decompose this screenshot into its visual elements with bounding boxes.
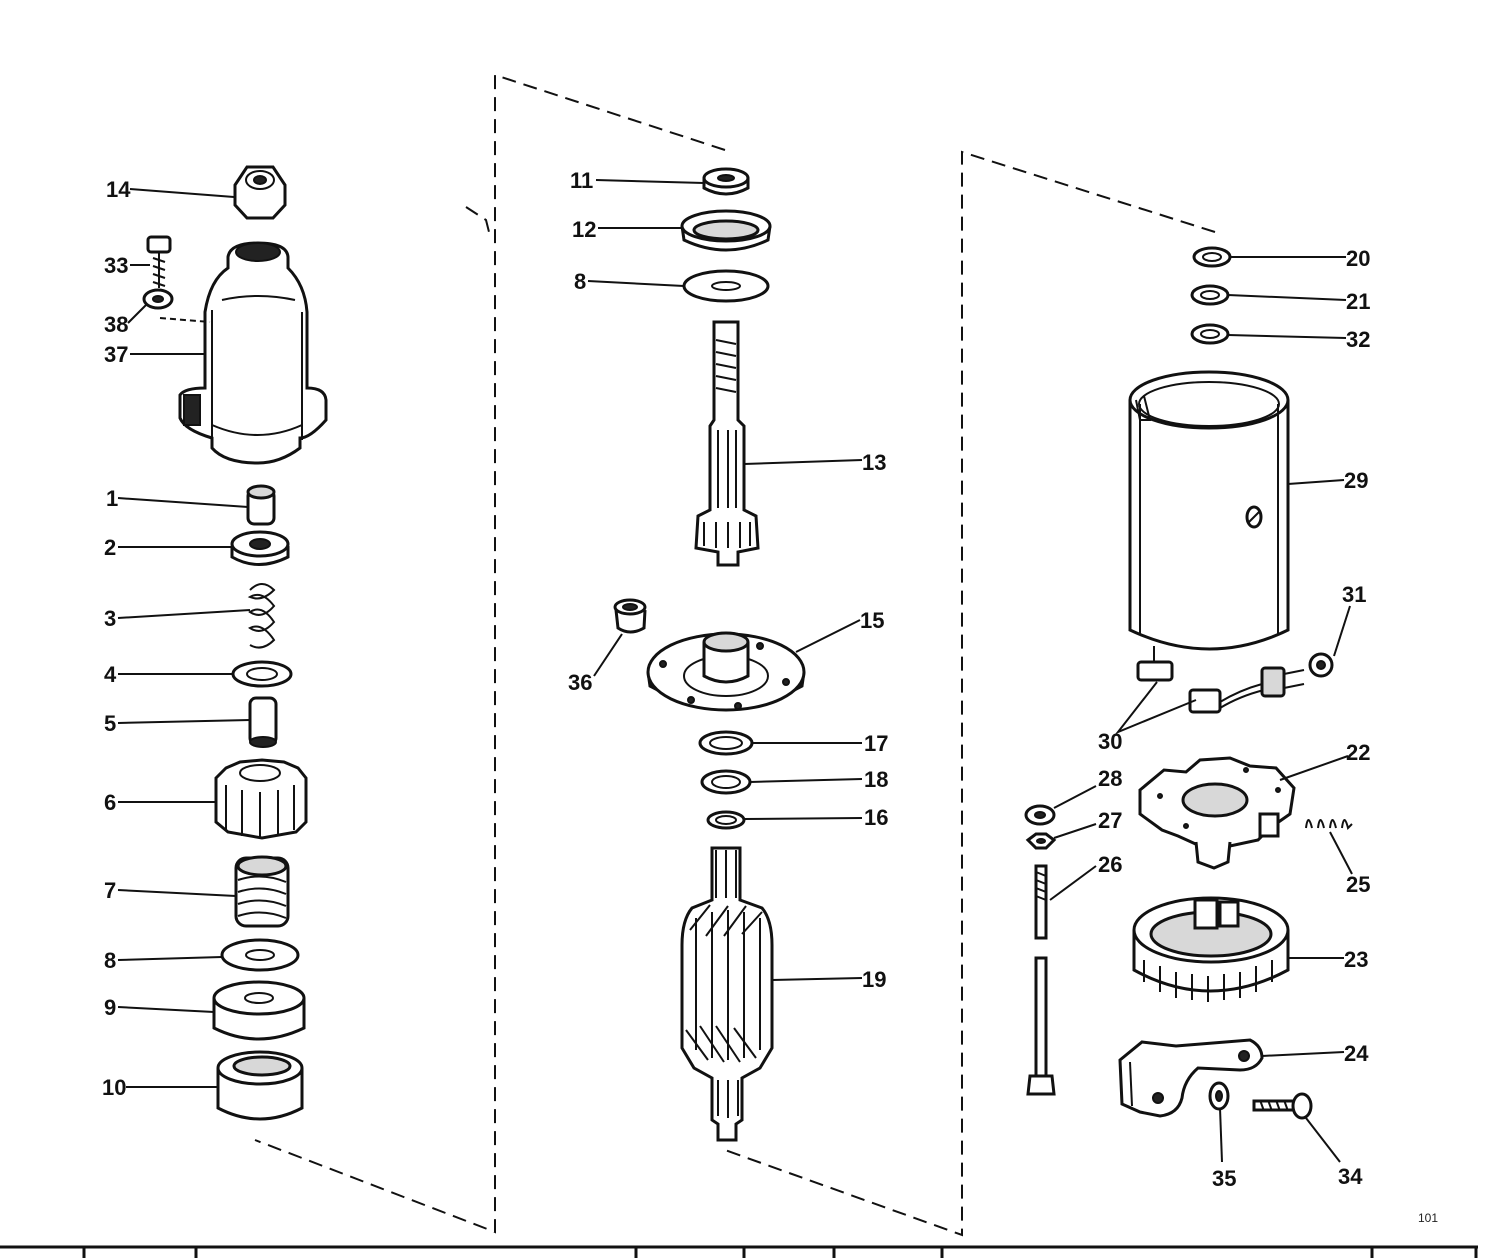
part-7-drive-spring bbox=[234, 855, 290, 928]
callout-30: 30 bbox=[1098, 729, 1122, 754]
part-25-brush-springs bbox=[1305, 819, 1353, 830]
callout-37: 37 bbox=[104, 342, 128, 367]
part-15-end-plate bbox=[646, 631, 806, 712]
part-5-sleeve bbox=[248, 696, 278, 748]
callout-38: 38 bbox=[104, 312, 128, 337]
part-36-bushing bbox=[613, 598, 647, 634]
callout-19: 19 bbox=[862, 967, 886, 992]
part-18-washer bbox=[700, 769, 752, 795]
callout-8-middle: 8 bbox=[574, 269, 586, 294]
part-37-drive-housing bbox=[178, 241, 328, 465]
callout-34: 34 bbox=[1338, 1164, 1363, 1189]
callout-32: 32 bbox=[1346, 327, 1370, 352]
part-22-brush-holder-plate bbox=[1138, 756, 1296, 870]
part-27-lockwasher bbox=[1025, 832, 1057, 850]
callout-14: 14 bbox=[106, 177, 131, 202]
callout-27: 27 bbox=[1098, 808, 1122, 833]
part-38-lockwasher bbox=[142, 288, 174, 310]
callout-31: 31 bbox=[1342, 582, 1366, 607]
parts-table-header bbox=[0, 1245, 1478, 1258]
callout-6: 6 bbox=[104, 790, 116, 815]
part-3-spring bbox=[247, 583, 276, 649]
part-35-washer bbox=[1208, 1081, 1230, 1111]
callout-36: 36 bbox=[568, 670, 592, 695]
left-leader-lines bbox=[117, 188, 251, 1088]
part-2-collar bbox=[230, 530, 290, 566]
callout-33: 33 bbox=[104, 253, 128, 278]
part-1-bushing bbox=[246, 484, 276, 526]
callout-3: 3 bbox=[104, 606, 116, 631]
part-12-cup bbox=[680, 209, 772, 252]
part-24-mounting-bracket bbox=[1118, 1038, 1264, 1118]
part-8-thrust-washer bbox=[220, 938, 300, 972]
assembly-boundary-lines bbox=[254, 73, 1216, 1237]
part-10-retainer-cup bbox=[216, 1050, 304, 1121]
callout-8-left: 8 bbox=[104, 948, 116, 973]
callout-35: 35 bbox=[1212, 1166, 1236, 1191]
callout-9: 9 bbox=[104, 995, 116, 1020]
callout-22: 22 bbox=[1346, 740, 1370, 765]
callout-25: 25 bbox=[1346, 872, 1370, 897]
middle-leader-lines bbox=[587, 179, 863, 981]
callout-13: 13 bbox=[862, 450, 886, 475]
callout-11: 11 bbox=[570, 168, 593, 193]
right-leader-lines bbox=[1049, 256, 1353, 1163]
callout-24: 24 bbox=[1344, 1041, 1369, 1066]
callout-labels: 14 33 38 37 1 2 3 4 5 6 7 8 9 10 11 12 8… bbox=[102, 168, 1370, 1191]
part-11-nut bbox=[702, 167, 750, 196]
part-23-commutator-end-head bbox=[1132, 896, 1290, 1002]
part-32-washer bbox=[1190, 323, 1230, 345]
callout-15: 15 bbox=[860, 608, 884, 633]
callout-18: 18 bbox=[864, 767, 888, 792]
part-17-washer bbox=[698, 730, 754, 756]
part-34-screw bbox=[1252, 1092, 1313, 1120]
part-13-shaft bbox=[694, 320, 760, 567]
callout-20: 20 bbox=[1346, 246, 1370, 271]
part-29-field-frame bbox=[1128, 370, 1290, 651]
callout-29: 29 bbox=[1344, 468, 1368, 493]
callout-26: 26 bbox=[1098, 852, 1122, 877]
callout-4: 4 bbox=[104, 662, 117, 687]
part-14-nut bbox=[233, 165, 287, 220]
callout-23: 23 bbox=[1344, 947, 1368, 972]
part-20-washer bbox=[1192, 246, 1232, 268]
page-code: 101 bbox=[1418, 1211, 1438, 1225]
callout-16: 16 bbox=[864, 805, 888, 830]
part-28-washer bbox=[1024, 804, 1056, 826]
callout-12: 12 bbox=[572, 217, 596, 242]
callout-5: 5 bbox=[104, 711, 116, 736]
part-6-pinion-gear bbox=[214, 758, 308, 840]
callout-28: 28 bbox=[1098, 766, 1122, 791]
callout-2: 2 bbox=[104, 535, 116, 560]
part-31-nut bbox=[1308, 652, 1334, 678]
callout-21: 21 bbox=[1346, 289, 1370, 314]
callout-10: 10 bbox=[102, 1075, 126, 1100]
part-9-stop-collar bbox=[212, 980, 306, 1041]
callout-1: 1 bbox=[106, 486, 118, 511]
part-26-through-bolts bbox=[1026, 864, 1056, 1096]
part-8-washer-middle bbox=[682, 269, 770, 303]
callout-17: 17 bbox=[864, 731, 888, 756]
part-16-ring bbox=[706, 810, 746, 830]
part-19-armature bbox=[680, 846, 774, 1142]
part-21-washer bbox=[1190, 284, 1230, 306]
part-33-screw bbox=[146, 235, 172, 288]
part-30-terminals bbox=[1136, 646, 1305, 714]
part-4-washer bbox=[231, 660, 293, 688]
callout-7: 7 bbox=[104, 878, 116, 903]
